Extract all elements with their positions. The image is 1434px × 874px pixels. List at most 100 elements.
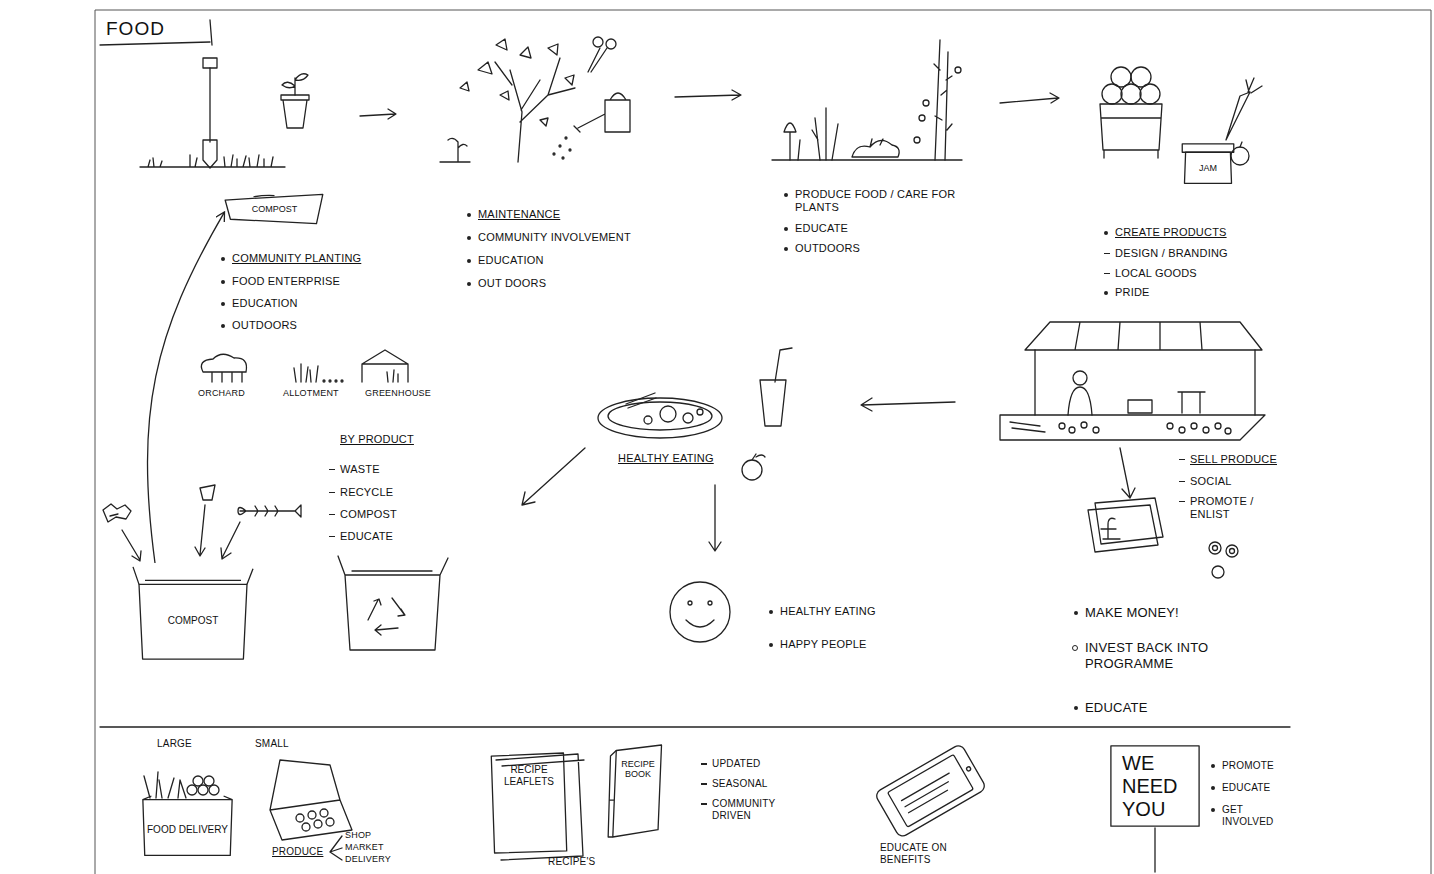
dash-marker [1179, 481, 1185, 483]
smiley-face [688, 601, 692, 605]
delivery-produce-sketch [209, 785, 219, 795]
produce-bracket [330, 836, 342, 860]
plant-pot-sketch [282, 74, 308, 95]
delivery-produce-sketch [198, 785, 208, 795]
waste-items [103, 485, 301, 561]
market-stall-sketch [1081, 422, 1087, 428]
bullet-marker [784, 247, 788, 251]
tree-sketch [553, 153, 555, 155]
delivery-produce-sketch [178, 780, 186, 798]
healthy-meal-sketch [644, 416, 652, 424]
produce-tray-sketch [308, 811, 316, 819]
sketch-note: DELIVERY [345, 854, 391, 865]
growing-plants-sketch [772, 40, 962, 160]
money-sketch [1101, 518, 1120, 539]
healthy-meal-sketch [752, 454, 765, 460]
tree-sketch [559, 145, 561, 147]
produce-tray-sketch [314, 820, 322, 828]
market-stall-sketch [1068, 387, 1092, 415]
sketch-note: OUTDOORS [232, 319, 297, 332]
dash-marker [1104, 253, 1110, 255]
dash-marker [1179, 501, 1185, 503]
jam-jar-outline [1182, 144, 1234, 152]
market-stall-sketch [1093, 427, 1099, 433]
spade-sketch [140, 155, 285, 167]
sketch-note: PRODUCE [272, 846, 323, 858]
market-stall-sketch [1179, 427, 1185, 433]
growing-place-icons [201, 350, 408, 382]
bullet-marker [1211, 764, 1215, 768]
flow-arrow [675, 90, 741, 100]
bullet-marker [467, 213, 471, 217]
spade-sketch [203, 68, 217, 168]
tree-sketch [440, 138, 470, 162]
recycle-bin-sketch [338, 556, 448, 650]
recycle-bin-sketch [338, 556, 448, 650]
produce-tray-sketch [270, 760, 352, 840]
phone-sketch [966, 766, 971, 771]
tree-sketch [588, 48, 607, 72]
market-stall-sketch [1069, 427, 1075, 433]
market-stall-sketch [1203, 427, 1209, 433]
produce-bracket [330, 836, 342, 860]
bullet-marker [467, 259, 471, 263]
sketch-note: OUT DOORS [478, 277, 546, 290]
sketch-note: ALLOTMENT [283, 388, 339, 399]
we-need-you-sign: WE NEED YOU [1110, 745, 1200, 827]
node-text: COMPOST [168, 615, 219, 627]
dash-marker [701, 763, 707, 765]
dash-marker [1179, 459, 1185, 461]
fruit-crate-sketch [1131, 67, 1151, 87]
market-stall-sketch [1035, 350, 1255, 415]
healthy-meal-sketch [598, 398, 722, 438]
sketch-note: COMPOST [340, 508, 397, 521]
growing-plants-sketch [923, 100, 929, 106]
delivery-produce-sketch [204, 776, 214, 786]
flow-connector [147, 213, 224, 563]
sketch-note: PRIDE [1115, 286, 1150, 299]
bullet-marker [221, 324, 225, 328]
fruit-crate-sketch [1226, 78, 1262, 140]
market-stall-sketch [1025, 322, 1262, 350]
flow-arrow [1120, 448, 1135, 498]
sketch-note: CREATE PRODUCTS [1115, 226, 1227, 239]
delivery-produce-sketch [144, 772, 174, 798]
dash-marker [329, 514, 335, 516]
flow-arrow [1000, 93, 1059, 103]
bullet-marker [769, 643, 773, 647]
sketch-note: RECIPE'S [548, 856, 595, 868]
compost-bag-outline [225, 194, 323, 223]
spade-sketch [203, 58, 217, 68]
tree-sketch [606, 39, 616, 49]
sketch-note: COMMUNITY PLANTING [232, 252, 361, 265]
recipe-leaflets-outline [491, 753, 566, 853]
sketch-note: COMMUNITY INVOLVEMENT [478, 231, 631, 244]
dash-marker [329, 469, 335, 471]
sketch-note: EDUCATE [340, 530, 393, 543]
compost-bin: COMPOST [133, 563, 253, 660]
sketch-note: EDUCATION [478, 254, 544, 267]
compost-bin-outline [139, 584, 247, 659]
market-stall-sketch [1225, 428, 1231, 434]
money-sketch [1209, 542, 1221, 554]
bullet-marker [1074, 611, 1078, 615]
food-delivery-box-outline [143, 800, 232, 856]
fruit-crate-sketch [1100, 67, 1262, 165]
page-frame [95, 10, 1431, 874]
sketch-note: OUTDOORS [795, 242, 860, 255]
recycle-bin-sketch [368, 598, 405, 635]
dash-marker [1104, 273, 1110, 275]
jam-jar: JAM [1180, 143, 1236, 185]
sketch-note: RECYCLE [340, 486, 393, 499]
recipe-book-outline [607, 745, 665, 837]
node-text: FOOD DELIVERY [147, 824, 228, 836]
sketch-note: EDUCATE [795, 222, 848, 235]
market-stall-sketch [1215, 423, 1221, 429]
page-frame [95, 10, 1431, 874]
market-stall-sketch [1000, 415, 1265, 440]
bullet-marker [221, 280, 225, 284]
flow-arrow [709, 485, 721, 551]
tree-sketch [593, 37, 603, 47]
sketch-note: SELL PRODUCE [1190, 453, 1277, 466]
bullet-marker [769, 610, 773, 614]
